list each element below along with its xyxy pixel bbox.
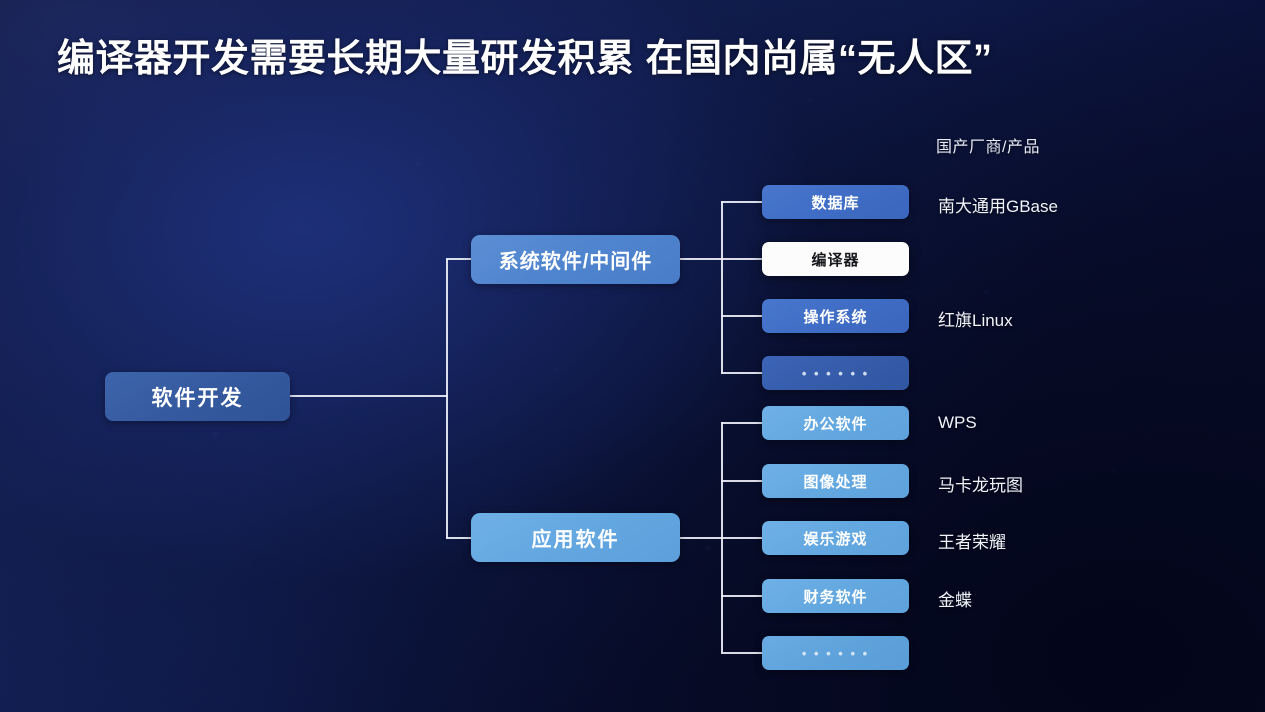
connector-application-to-spine	[680, 537, 723, 539]
connector-to-image	[721, 480, 763, 482]
connector-to-application-more	[721, 652, 763, 654]
node-office-software[interactable]: 办公软件	[762, 406, 909, 440]
connector-trunk-to-application	[446, 537, 472, 539]
node-finance-software[interactable]: 财务软件	[762, 579, 909, 613]
node-label: 软件开发	[151, 386, 244, 410]
node-application-software[interactable]: 应用软件	[471, 513, 680, 562]
connector-trunk-vertical	[446, 259, 448, 539]
node-system-software-middleware[interactable]: 系统软件/中间件	[471, 235, 680, 284]
vendor-column-header: 国产厂商/产品	[936, 139, 1040, 156]
node-label: 系统软件/中间件	[498, 251, 653, 273]
node-image-processing[interactable]: 图像处理	[762, 464, 909, 498]
node-label: 图像处理	[803, 473, 868, 491]
vendor-office-software: WPS	[938, 413, 977, 432]
vendor-entertainment-games: 王者荣耀	[938, 533, 1006, 552]
node-label: 娱乐游戏	[803, 530, 868, 548]
ellipsis-dots: • • • • • •	[801, 645, 870, 661]
page-title: 编译器开发需要长期大量研发积累 在国内尚属“无人区”	[57, 38, 993, 80]
connector-system-group-spine	[721, 201, 723, 374]
connector-to-game	[721, 537, 763, 539]
ellipsis-dots: • • • • • •	[801, 365, 870, 381]
node-software-development[interactable]: 软件开发	[105, 372, 290, 421]
node-compiler[interactable]: 编译器	[762, 242, 909, 276]
connector-to-database	[721, 201, 763, 203]
connector-to-office	[721, 422, 763, 424]
vendor-operating-system: 红旗Linux	[938, 311, 1013, 330]
node-operating-system[interactable]: 操作系统	[762, 299, 909, 333]
node-label: 数据库	[811, 194, 860, 212]
vendor-database: 南大通用GBase	[938, 197, 1058, 216]
connector-to-finance	[721, 595, 763, 597]
connector-system-to-spine	[680, 258, 723, 260]
vendor-finance-software: 金蝶	[938, 591, 972, 610]
node-label: 编译器	[811, 251, 860, 269]
connector-to-system-more	[721, 372, 763, 374]
node-entertainment-games[interactable]: 娱乐游戏	[762, 521, 909, 555]
node-label: 财务软件	[803, 588, 868, 606]
connector-to-os	[721, 315, 763, 317]
node-label: 办公软件	[803, 415, 868, 433]
node-system-more[interactable]: • • • • • •	[762, 356, 909, 390]
connector-to-compiler	[721, 258, 763, 260]
connector-root-to-trunk	[290, 395, 448, 397]
connector-trunk-to-system	[446, 258, 472, 260]
node-application-more[interactable]: • • • • • •	[762, 636, 909, 670]
node-label: 操作系统	[803, 308, 868, 326]
node-database[interactable]: 数据库	[762, 185, 909, 219]
node-label: 应用软件	[531, 529, 620, 551]
vendor-image-processing: 马卡龙玩图	[938, 476, 1023, 495]
